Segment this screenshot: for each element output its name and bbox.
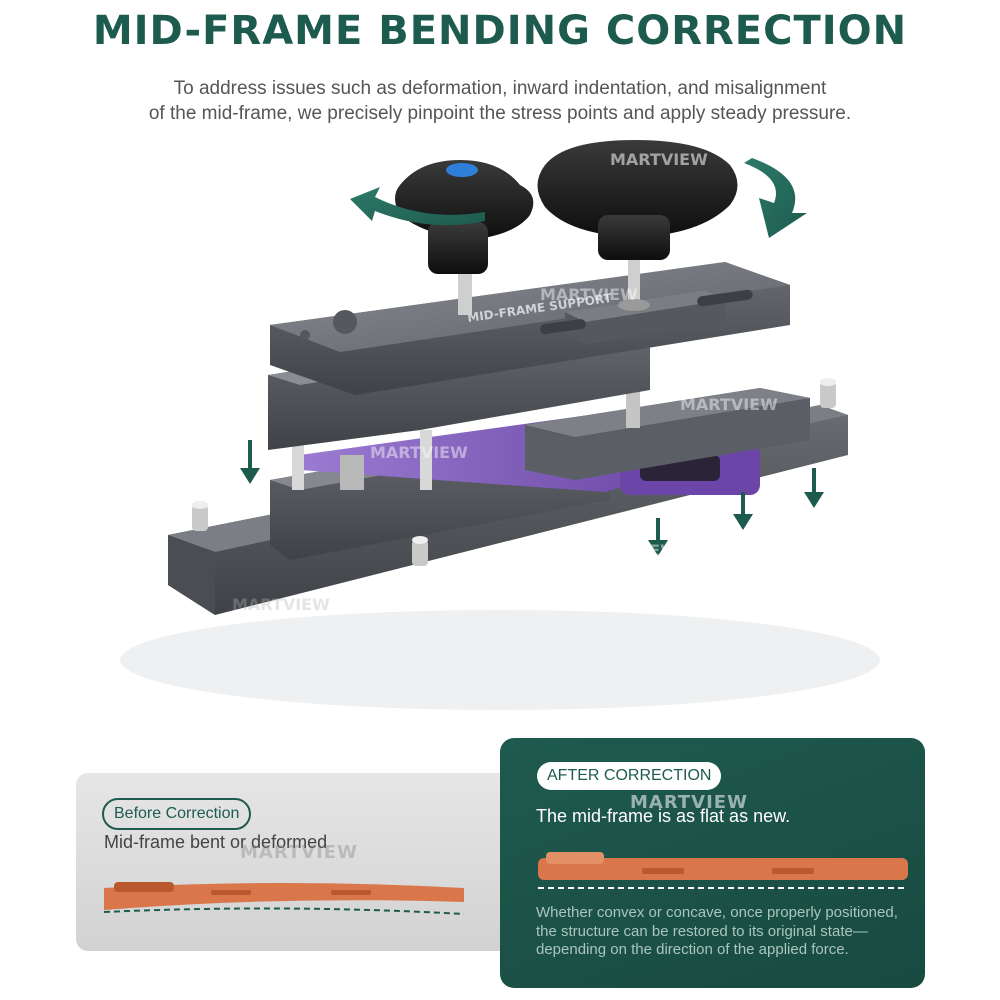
svg-text:MARTVIEW: MARTVIEW	[370, 443, 468, 462]
top-plate: MID-FRAME SUPPORT	[270, 262, 790, 395]
page-title: MID-FRAME BENDING CORRECTION	[92, 8, 908, 54]
after-correction-headline: The mid-frame is as flat as new.	[536, 806, 791, 826]
svg-text:MARTVIEW: MARTVIEW	[540, 285, 638, 304]
before-correction-panel	[76, 773, 530, 951]
subtitle-line-1: To address issues such as deformation, i…	[173, 78, 827, 99]
screws	[458, 250, 650, 315]
mid-frame-fixture-illustration: MID-FRAME SUPPORT MARTVIEW MARTVIEW MART…	[120, 140, 880, 710]
page-subtitle: To address issues such as deformation, i…	[100, 76, 900, 126]
svg-text:MARTVIEW: MARTVIEW	[232, 595, 330, 614]
before-correction-badge: Before Correction	[102, 798, 252, 830]
rotate-left-arrow-icon	[350, 187, 485, 226]
before-correction-description: Mid-frame bent or deformed	[104, 832, 328, 852]
right-clamp-plate	[525, 388, 810, 480]
knob-right	[537, 140, 738, 260]
rotate-right-arrow-icon	[744, 158, 807, 238]
watermark-before: MARTVIEW	[240, 842, 358, 863]
bent-mid-frame-illustration	[103, 882, 465, 915]
svg-text:MARTVIEW: MARTVIEW	[580, 541, 678, 560]
after-correction-description: Whether convex or concave, once properly…	[536, 904, 898, 958]
flat-mid-frame-illustration	[538, 852, 908, 889]
watermark-after: MARTVIEW	[630, 792, 748, 813]
after-correction-badge: AFTER CORRECTION	[537, 762, 722, 790]
svg-text:MARTVIEW: MARTVIEW	[680, 395, 778, 414]
base-pins	[192, 378, 836, 566]
watermark-marks: MARTVIEW MARTVIEW MARTVIEW MARTVIEW MART…	[232, 150, 778, 614]
subtitle-line-2: of the mid-frame, we precisely pinpoint …	[148, 103, 852, 124]
guide-pillars	[292, 388, 640, 490]
pressure-down-arrow-icon	[240, 440, 824, 556]
svg-text:MARTVIEW: MARTVIEW	[610, 150, 708, 169]
